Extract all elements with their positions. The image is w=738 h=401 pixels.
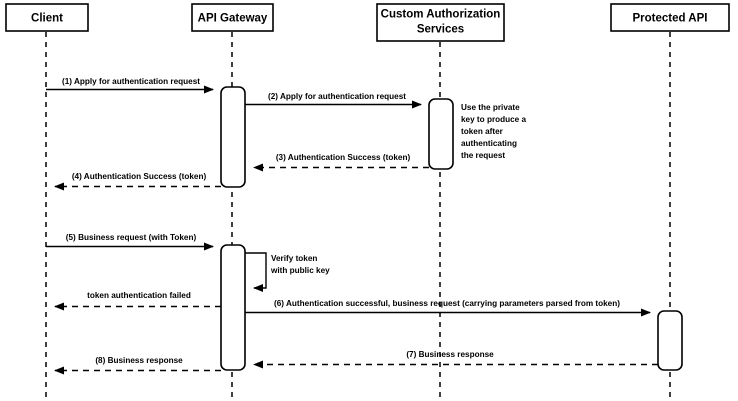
message-label-3: (3) Authentication Success (token) [276,153,411,162]
activation-protected-api [657,310,683,371]
message-label-7: (7) Business response [406,350,494,359]
self-message-verify-token[interactable]: Verify token with public key [245,252,330,292]
participant-label-custom-auth: Custom Authorization [381,9,501,21]
message-token-auth-failed[interactable]: token authentication failed [54,291,221,311]
message-3[interactable]: (3) Authentication Success (token) [253,153,429,172]
activation-api-gateway-business [220,244,246,371]
note-private-key: Use the private key to produce a token a… [461,103,527,160]
message-7[interactable]: (7) Business response [253,350,658,369]
participant-label-protected-api: Protected API [633,13,708,25]
message-1[interactable]: (1) Apply for authentication request [46,77,214,94]
note-line-3: token after [461,127,504,136]
participant-api-gateway[interactable]: API Gateway [191,3,274,32]
message-label-4: (4) Authentication Success (token) [72,172,207,181]
message-label-5: (5) Business request (with Token) [66,233,197,242]
participant-custom-auth[interactable]: Custom Authorization Services [376,3,505,42]
participant-label-api-gateway: API Gateway [198,13,268,25]
note-line-5: the request [461,151,505,160]
self-message-label-line2: with public key [270,266,330,275]
message-label-1: (1) Apply for authentication request [62,77,200,86]
participant-protected-api[interactable]: Protected API [610,3,730,32]
note-line-4: authenticating [461,139,517,148]
message-label-6: (6) Authentication successful, business … [274,299,620,308]
self-message-label-line1: Verify token [271,254,317,263]
message-label-2: (2) Apply for authentication request [268,92,406,101]
message-label-token-auth-failed: token authentication failed [87,291,191,300]
participant-label-custom-auth-line2: Services [417,24,464,36]
activation-custom-auth [428,98,454,170]
note-line-1: Use the private [461,103,520,112]
message-2[interactable]: (2) Apply for authentication request [245,92,422,109]
message-label-8: (8) Business response [95,356,183,365]
participant-label-client: Client [31,13,63,25]
message-6[interactable]: (6) Authentication successful, business … [245,299,651,317]
message-5[interactable]: (5) Business request (with Token) [46,233,214,251]
participant-client[interactable]: Client [5,3,89,32]
message-4[interactable]: (4) Authentication Success (token) [54,172,221,191]
message-8[interactable]: (8) Business response [54,356,221,375]
note-line-2: key to produce a [461,115,527,124]
activation-api-gateway-auth [220,86,246,188]
